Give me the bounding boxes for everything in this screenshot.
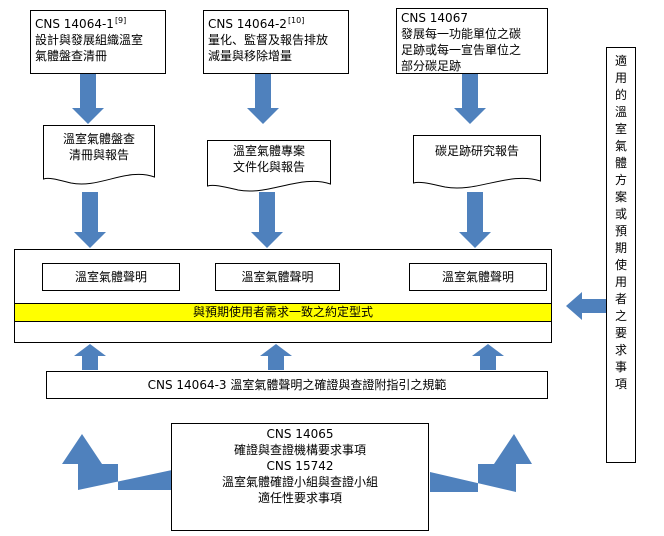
bottom-line: CNS 14065 (266, 427, 334, 441)
left-arrow (566, 292, 606, 320)
side-label-char: 氣 (614, 139, 627, 153)
standard-desc-line: 發展每一功能單位之碳 (401, 27, 522, 41)
standard-code: CNS 14067 (401, 11, 468, 25)
standard-box-2: CNS 14064-2[10] 量化、監督及報告排放 減量與移除增量 (203, 10, 349, 74)
bottom-line: 確證與查證機構要求事項 (233, 443, 366, 457)
down-arrow-5 (251, 192, 283, 248)
standard-ref: [10] (287, 16, 305, 25)
document-line: 碳足跡研究報告 (434, 144, 519, 158)
side-label-char: 之 (614, 309, 627, 323)
standard-code: CNS 14064-1 (35, 17, 114, 31)
statement-label: 溫室氣體聲明 (74, 270, 147, 284)
document-shape-1 (43, 125, 155, 185)
bottom-standards-box: CNS 14065 確證與查證機構要求事項 CNS 15742 溫室氣體確證小組… (171, 423, 429, 531)
down-arrow-3 (454, 74, 486, 124)
down-arrow-2 (247, 74, 279, 124)
side-label-char: 使 (614, 258, 627, 272)
up-arrow-3 (472, 344, 504, 370)
bent-arrow-left (62, 434, 172, 490)
side-label-char: 體 (614, 156, 627, 170)
side-label-char: 要 (614, 326, 627, 340)
side-label-char: 溫 (614, 105, 627, 119)
document-line: 溫室氣體盤查 (62, 132, 135, 146)
side-label-char: 適 (614, 54, 627, 68)
side-label-char: 或 (614, 207, 627, 221)
standard-desc-line: 量化、監督及報告排放 (208, 33, 329, 47)
side-label-char: 項 (614, 377, 627, 391)
standard-box-3: CNS 14067 發展每一功能單位之碳 足跡或每一宣告單位之 部分碳足跡 (396, 8, 548, 74)
standard-desc-line: 足跡或每一宣告單位之 (401, 43, 522, 57)
statement-box-3: 溫室氣體聲明 (409, 263, 547, 291)
side-label-char: 用 (614, 71, 627, 85)
down-arrow-4 (74, 192, 106, 248)
side-requirements-box (606, 47, 636, 463)
document-shape-3 (413, 135, 541, 189)
bent-arrow-right (430, 434, 532, 492)
standard-code: CNS 14064-2 (208, 17, 287, 31)
document-label-1: 溫室氣體盤查 清冊與報告 (43, 131, 155, 163)
up-arrow-1 (74, 344, 106, 370)
side-label-char: 方 (614, 173, 627, 187)
side-requirements-label: 適用的溫室氣體方案或預期使用者之要求事項 (614, 53, 628, 393)
side-label-char: 用 (614, 275, 627, 289)
side-label-char: 室 (614, 122, 627, 136)
statement-label: 溫室氣體聲明 (441, 270, 514, 284)
document-line: 清冊與報告 (68, 148, 129, 162)
standard-desc-line: 減量與移除增量 (208, 49, 293, 63)
document-line: 文件化與報告 (232, 160, 305, 174)
agreed-level-label: 與預期使用者需求一致之約定型式 (192, 305, 373, 319)
side-label-char: 者 (614, 292, 627, 306)
standard-desc-line: 部分碳足跡 (401, 59, 462, 73)
up-arrow-2 (260, 344, 292, 370)
agreed-level-bar: 與預期使用者需求一致之約定型式 (14, 303, 552, 322)
bottom-line: 溫室氣體確證小組與查證小組 (221, 475, 378, 489)
standard-ref: [9] (114, 16, 127, 25)
standard-box-1: CNS 14064-1[9] 設計與發展組織溫室 氣體盤查清冊 (30, 10, 166, 74)
standard-desc-line: 氣體盤查清冊 (35, 49, 108, 63)
statement-label: 溫室氣體聲明 (241, 270, 314, 284)
side-label-char: 事 (614, 360, 627, 374)
document-label-3: 碳足跡研究報告 (413, 143, 541, 159)
bottom-line: CNS 15742 (266, 459, 334, 473)
verification-label: CNS 14064-3 溫室氣體聲明之確證與查證附指引之規範 (147, 378, 447, 392)
side-label-char: 預 (614, 224, 627, 238)
document-shape-2 (207, 140, 331, 192)
side-label-char: 案 (614, 190, 627, 204)
document-label-2: 溫室氣體專案 文件化與報告 (207, 143, 331, 175)
down-arrow-6 (459, 192, 491, 248)
standard-desc-line: 設計與發展組織溫室 (35, 33, 144, 47)
side-label-char: 求 (614, 343, 627, 357)
verification-box: CNS 14064-3 溫室氣體聲明之確證與查證附指引之規範 (46, 371, 548, 399)
side-label-char: 期 (614, 241, 627, 255)
bottom-line: 適任性要求事項 (257, 491, 342, 505)
statement-box-1: 溫室氣體聲明 (42, 263, 180, 291)
statement-box-2: 溫室氣體聲明 (215, 263, 340, 291)
down-arrow-1 (72, 74, 104, 124)
document-line: 溫室氣體專案 (232, 144, 305, 158)
side-label-char: 的 (614, 88, 627, 102)
